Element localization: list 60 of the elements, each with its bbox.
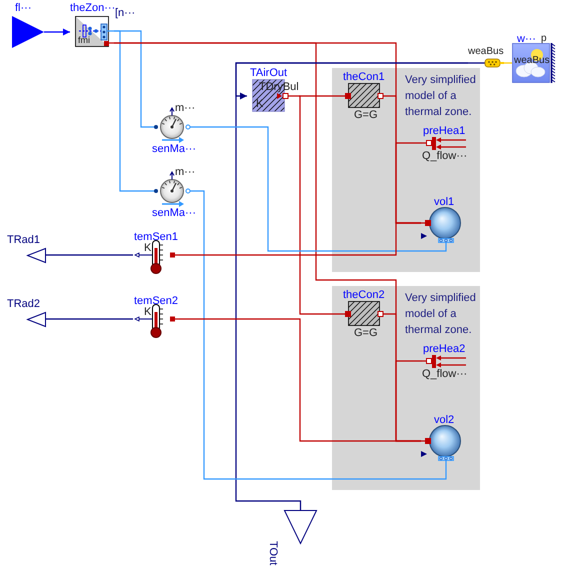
connection-line — [196, 126, 447, 252]
component-label: TAirOut — [250, 67, 288, 79]
connection-line — [235, 62, 468, 510]
bus-connector — [468, 46, 504, 68]
signal-arrow — [44, 28, 70, 36]
component-label: temSen2 — [134, 295, 178, 307]
connector-label: TOut — [267, 541, 279, 566]
port-label: m··· — [175, 102, 196, 114]
weather-data-block — [512, 33, 558, 84]
component-label: w··· — [517, 33, 536, 45]
connector-label: weaBus — [468, 46, 504, 57]
mass-flow-sensor — [152, 102, 196, 155]
parameter-label: [n··· — [115, 7, 136, 19]
component-label: theCon1 — [343, 71, 385, 83]
component-label: senMa··· — [152, 143, 196, 155]
connection-line — [46, 318, 133, 320]
port-label: p — [541, 33, 547, 44]
adapter-block — [70, 2, 114, 48]
mixing-volume — [421, 196, 462, 244]
component-label: vol2 — [434, 414, 454, 426]
component-label: vol1 — [434, 196, 454, 208]
component-label: theCon2 — [343, 289, 385, 301]
unit-label: K — [144, 306, 152, 318]
connection-line — [46, 254, 133, 256]
component-label: preHea1 — [423, 125, 466, 137]
connection-line — [395, 360, 422, 442]
output-connector — [6, 234, 46, 263]
connection-line — [196, 190, 447, 480]
component-label: senMa··· — [152, 207, 196, 219]
port-label: weaBus — [514, 55, 550, 66]
icon-caption: fmi — [78, 35, 90, 45]
parameter-label: G=G — [354, 109, 378, 121]
port-label: m··· — [175, 166, 196, 178]
connector-label: fl··· — [15, 2, 32, 14]
zone-panel — [332, 68, 480, 272]
heat-flow-source — [422, 125, 466, 161]
mixing-volume — [421, 414, 462, 462]
output-connector — [6, 298, 46, 327]
connection-line — [504, 62, 512, 64]
note-text: Very simplified model of a thermal zone. — [405, 73, 477, 120]
connector-label: TRad2 — [7, 298, 40, 310]
note-text: Very simplified model of a thermal zone. — [405, 291, 477, 338]
component-label: preHea2 — [423, 343, 466, 355]
temperature-sensor — [133, 295, 179, 338]
parameter-label: G=G — [354, 327, 378, 339]
input-connector — [10, 2, 44, 49]
component-label: temSen1 — [134, 231, 178, 243]
connection-line — [299, 95, 343, 97]
connector-label: TRad1 — [7, 234, 40, 246]
connection-line — [298, 95, 343, 315]
connection-line — [395, 142, 422, 224]
component-label: theZon··· — [70, 2, 116, 14]
heat-flow-source — [422, 343, 466, 379]
temperature-sensor — [133, 231, 179, 274]
mass-flow-sensor — [152, 166, 196, 219]
connection-line — [114, 30, 152, 192]
parameter-label: Q_flow··· — [422, 368, 468, 380]
parameter-label: Q_flow··· — [422, 150, 468, 162]
zone-panel — [332, 286, 480, 490]
unit-label: K — [144, 242, 152, 254]
